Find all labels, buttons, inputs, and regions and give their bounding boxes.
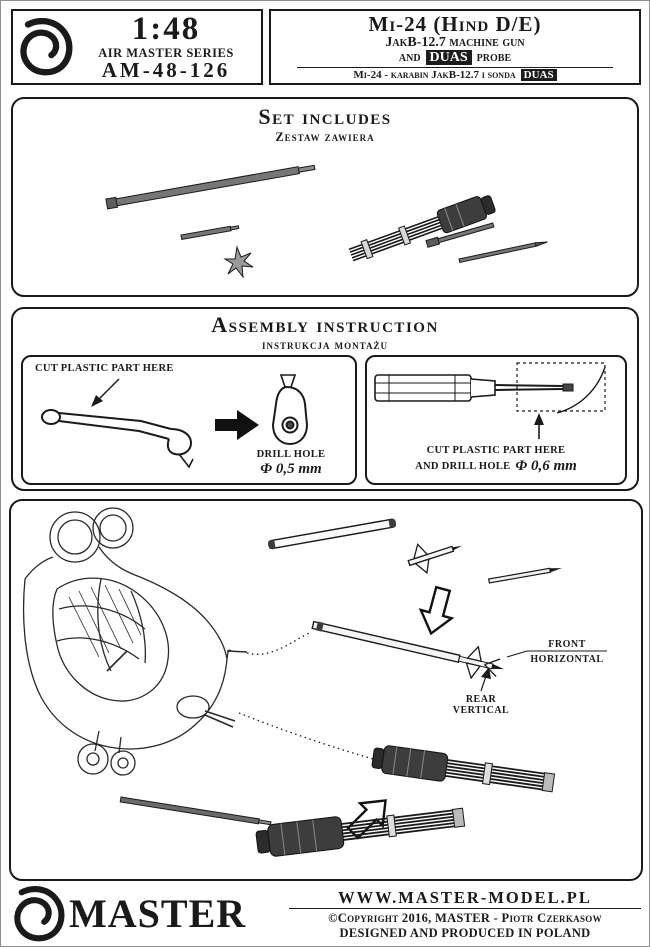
drill-hole-label: DRILL HOLE [256,449,326,460]
scale-label: 1:48 [131,10,201,47]
gun-side-view [374,374,574,402]
part-main-barrel [105,164,316,210]
part-pe-fret [223,245,254,279]
duas-highlight-pl: DUAS [520,69,557,81]
leader-chin-to-gun [238,712,374,760]
series-label: AIR MASTER SERIES [98,45,234,60]
svg-text:FRONT: FRONT [548,639,586,650]
origin-line: DESIGNED AND PRODUCED IN POLAND [339,925,591,940]
product-subtitle-pl: Mi-24 - karabin JakB-12.7 i sonda DUAS [271,69,639,81]
header-right-box: Mi-24 (Hind D/E) JakB-12.7 machine gun a… [269,9,641,85]
helicopter-drawing [22,507,248,776]
part-small-rod [180,225,240,241]
pointer-arrow [534,413,544,439]
main-assembly-drawing: FRONT HORIZONTAL REAR VERTICAL [22,507,607,857]
duas-highlight: DUAS [425,50,472,65]
product-code: AM-48-126 [101,58,231,83]
product-subtitle-2: and DUAS probe [271,50,639,65]
subtitle2-pre: and [398,50,421,65]
website-url: WWW.MASTER-MODEL.PL [338,887,592,907]
cut-region-box [516,362,606,412]
set-includes-box: Set includes Zestaw zawiera [11,97,639,297]
master-logo [13,14,75,80]
svg-text:REAR: REAR [466,694,497,705]
product-subtitle-1: JakB-12.7 machine gun [385,35,525,50]
assembly-right-panel: CUT PLASTIC PART HERE AND DRILL HOLE Φ 0… [365,355,627,485]
footer: MASTER WWW.MASTER-MODEL.PL ©Copyright 20… [13,885,641,943]
header-left-box: 1:48 AIR MASTER SERIES AM-48-126 [11,9,263,85]
footer-right: WWW.MASTER-MODEL.PL ©Copyright 2016, MAS… [289,888,641,941]
drill-size-left: Φ 0,5 mm [260,461,322,477]
footer-divider [289,907,641,909]
part-probe-b [458,241,548,264]
subtitle-pl-pre: Mi-24 - karabin JakB-12.7 i sonda [353,69,516,81]
assembly-left-panel: CUT PLASTIC PART HERE [21,355,357,485]
set-includes-title: Set includes [258,104,392,129]
probe-rod-part [487,567,562,584]
and-drill-hole-label: AND DRILL HOLE [415,460,511,472]
drill-note-right: AND DRILL HOLE Φ 0,6 mm [367,458,625,475]
assembly-arrow-down [418,585,455,636]
spare-barrel-rod [119,796,272,826]
annotation-arrow [91,378,120,407]
front-horizontal-label: FRONT HORIZONTAL [506,639,607,665]
gun-cut-drawing [374,362,606,439]
header-left-text: 1:48 AIR MASTER SERIES AM-48-126 [75,10,261,83]
subtitle2-post: probe [476,50,512,65]
rear-vertical-label: REAR VERTICAL [453,667,509,716]
plastic-frame-part [41,409,194,469]
leader-nose-to-probe [246,631,312,655]
cut-part-drawing [41,374,309,469]
part-probe-a [425,222,495,248]
assembled-gun [371,745,556,793]
drill-size-right: Φ 0,6 mm [515,458,577,474]
assembly-box: Assembly instruction instrukcja montażu … [11,307,639,491]
copyright-line: ©Copyright 2016, MASTER - Piotr Czerkaso… [328,910,602,925]
assembled-probe [311,620,504,680]
master-swirl-icon [20,18,73,76]
product-title: Mi-24 (Hind D/E) [368,12,542,36]
set-parts-drawing [105,164,548,279]
assembly-subtitle: instrukcja montażu [262,338,388,352]
set-includes-subtitle: Zestaw zawiera [275,130,375,144]
cut-note-right: CUT PLASTIC PART HERE [426,445,566,456]
gun-parts [255,807,466,857]
mount-curve [556,366,606,414]
assembly-title: Assembly instruction [211,312,439,337]
drilled-part [271,374,309,446]
brand-name: MASTER [69,891,247,936]
svg-text:VERTICAL: VERTICAL [453,705,509,716]
probe-fin-part [407,543,463,575]
header-divider [296,67,614,68]
step-arrow [215,410,259,440]
footer-master-swirl-icon [14,886,65,942]
probe-tube-part [268,518,396,550]
svg-text:HORIZONTAL: HORIZONTAL [530,654,603,665]
main-diagram-box: FRONT HORIZONTAL REAR VERTICAL [9,499,643,881]
cut-note-left: CUT PLASTIC PART HERE [35,363,174,374]
part-gatling-gun [348,195,496,262]
